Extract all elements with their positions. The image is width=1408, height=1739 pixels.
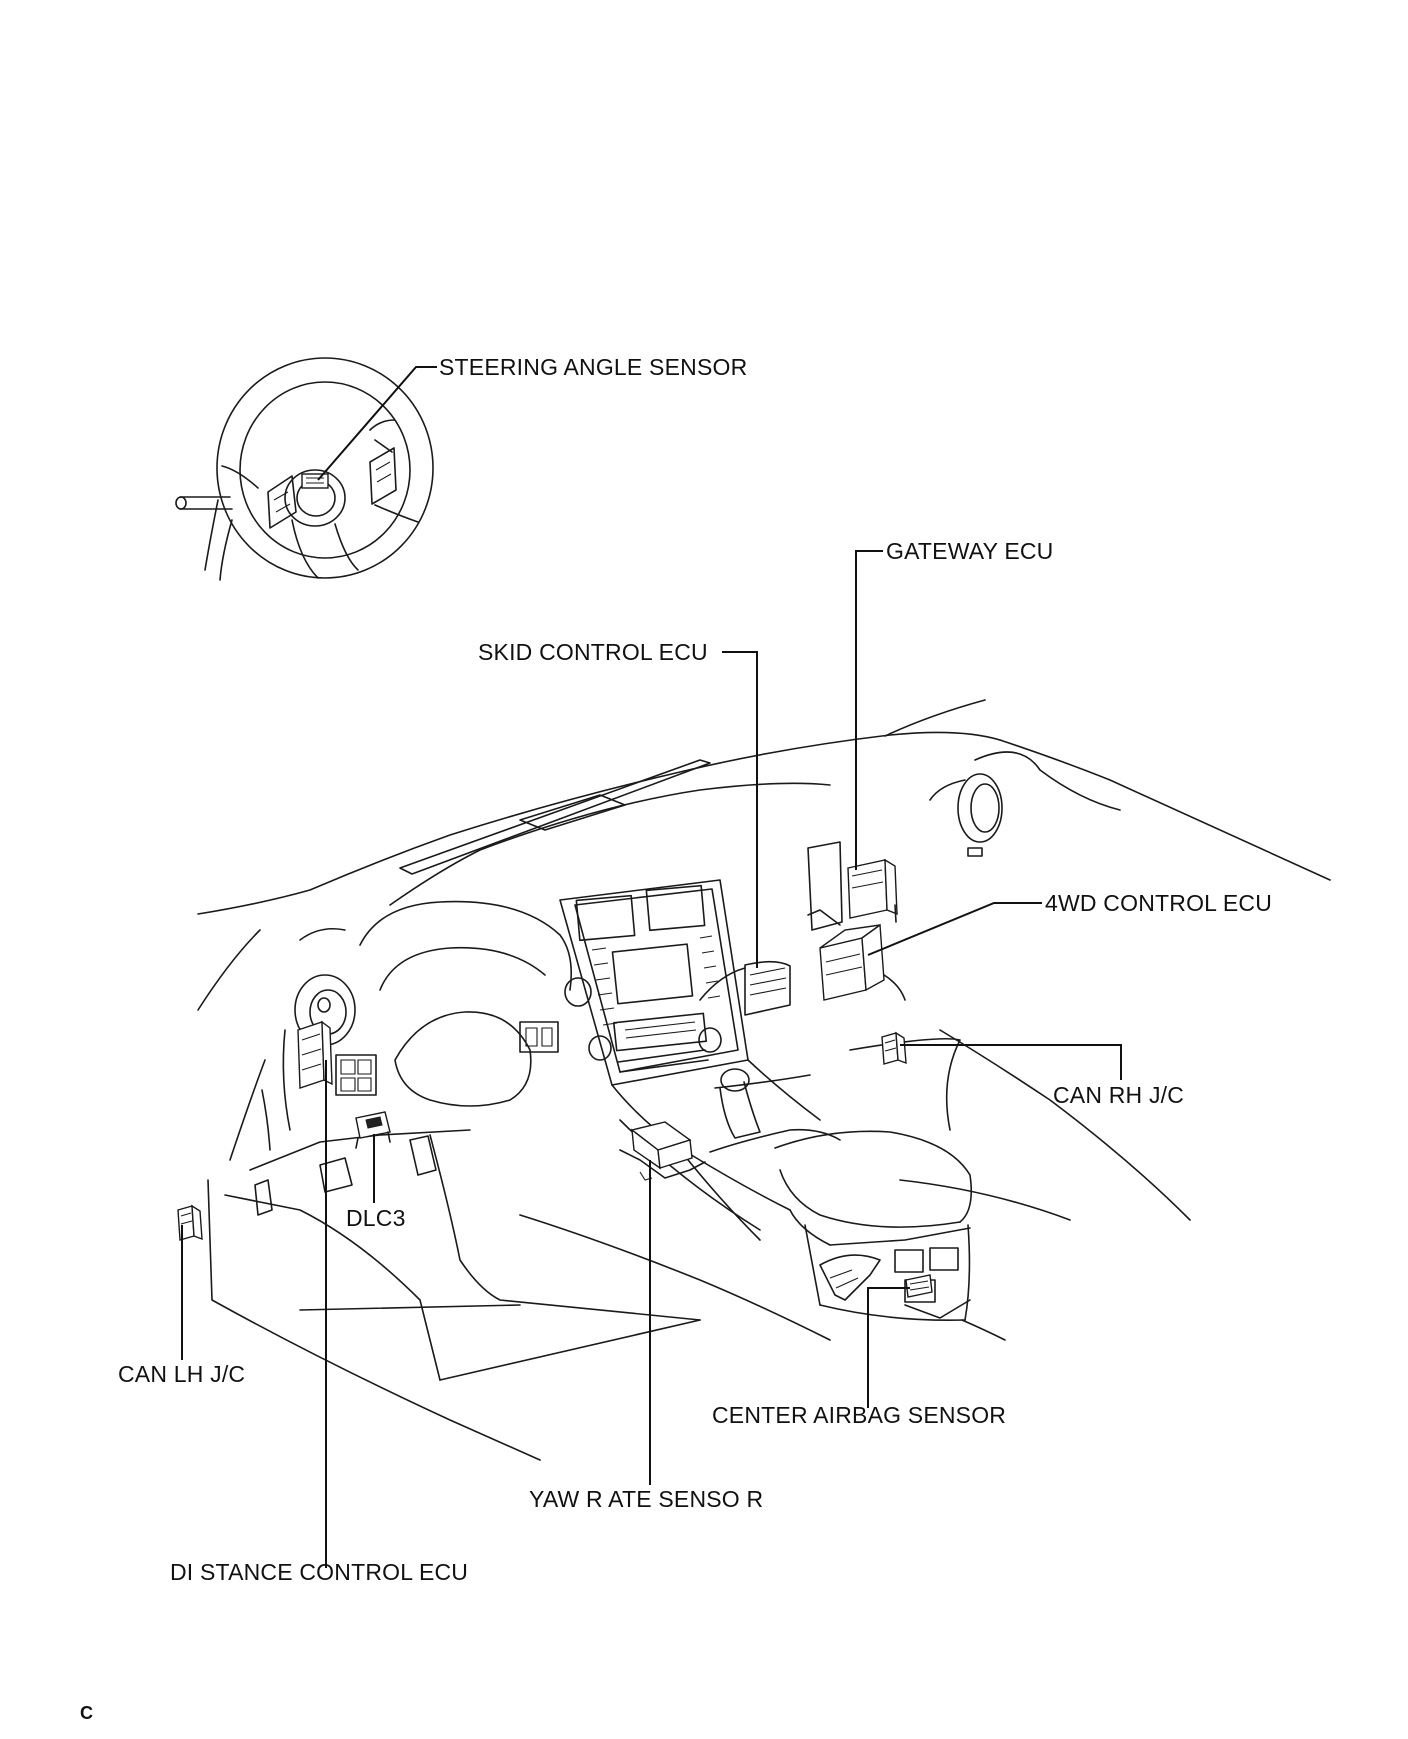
- label-4wd-control-ecu: 4WD CONTROL ECU: [1045, 890, 1273, 916]
- label-steering-angle-sensor: STEERING ANGLE SENSOR: [439, 354, 748, 380]
- label-skid-control-ecu: SKID CONTROL ECU: [478, 639, 708, 665]
- label-can-rh-jc: CAN RH J/C: [1053, 1082, 1185, 1108]
- leader-gateway-ecu: [855, 550, 883, 870]
- label-can-lh-jc: CAN LH J/C: [118, 1361, 246, 1387]
- component-shapes: [177, 473, 933, 1298]
- leader-center-airbag-sensor: [867, 1287, 910, 1408]
- dashboard-illustration: [197, 699, 1331, 1461]
- label-yaw-rate-sensor: YAW R ATE SENSO R: [529, 1486, 764, 1512]
- yaw-rate-sensor-part: [619, 1121, 706, 1181]
- fourwd-control-ecu-part: [807, 909, 906, 1001]
- center-airbag-sensor-part: [905, 1274, 933, 1298]
- steering-angle-sensor-part: [301, 473, 329, 489]
- label-center-airbag-sensor: CENTER AIRBAG SENSOR: [712, 1402, 1007, 1428]
- label-gateway-ecu: GATEWAY ECU: [886, 538, 1054, 564]
- leader-steering-angle-sensor: [317, 366, 437, 481]
- distance-control-ecu-part: [297, 997, 377, 1096]
- can-rh-jc-part: [881, 1031, 907, 1065]
- leader-skid-control-ecu: [722, 651, 758, 968]
- dlc3-part: [355, 1111, 391, 1149]
- label-dlc3: DLC3: [346, 1205, 406, 1231]
- leader-4wd-control-ecu: [867, 902, 1042, 956]
- steering-wheel-illustration: [175, 357, 434, 581]
- label-distance-control-ecu: DI STANCE CONTROL ECU: [170, 1559, 469, 1585]
- gateway-ecu-part: [807, 841, 898, 931]
- skid-control-ecu-part: [699, 960, 791, 1016]
- corner-mark: C: [80, 1703, 93, 1723]
- leader-lines: [181, 366, 1122, 1568]
- leader-can-rh-jc: [900, 1044, 1122, 1080]
